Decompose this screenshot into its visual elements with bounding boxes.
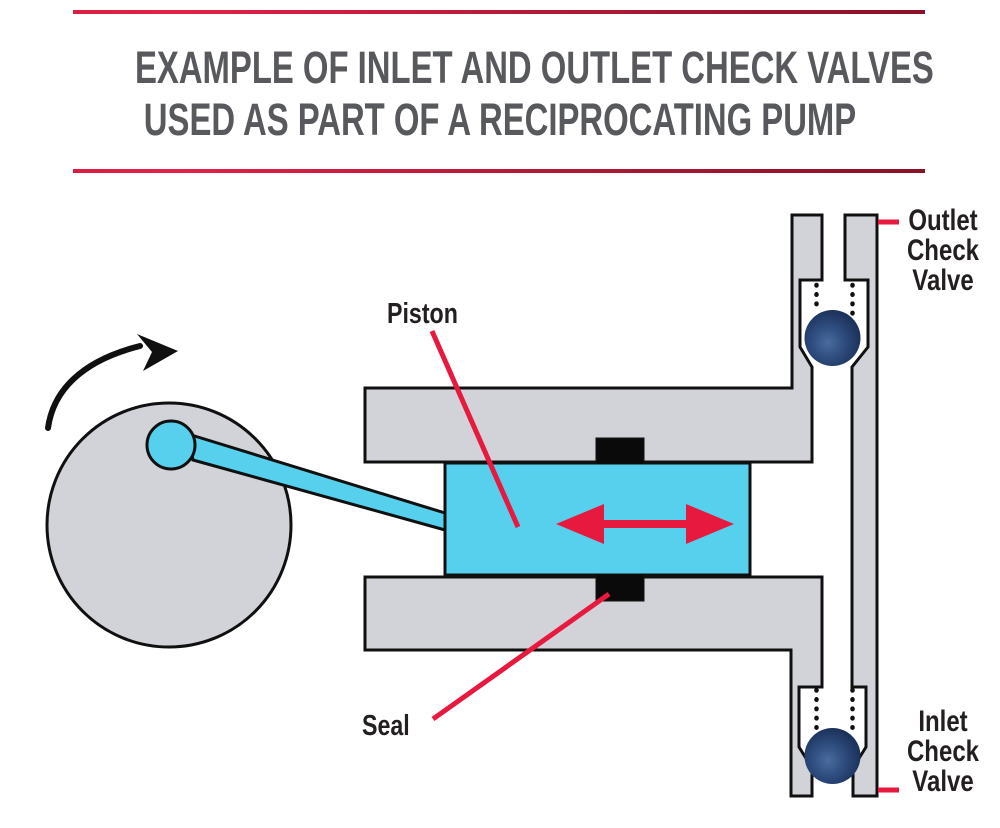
valve-guide-dots <box>814 282 855 738</box>
cylinder-bottom-block <box>363 575 824 798</box>
valve-pipe-right-wall <box>843 213 879 798</box>
crank-pin <box>145 419 197 471</box>
title-line-2: USED AS PART OF A RECIPROCATING PUMP <box>143 94 857 145</box>
title-line-1: EXAMPLE OF INLET AND OUTLET CHECK VALVES <box>135 42 934 93</box>
inlet-valve-ball <box>804 728 861 784</box>
outlet-valve-ball <box>804 310 861 366</box>
top-rule <box>73 10 925 14</box>
piston-leader-line <box>429 329 521 529</box>
seal-top <box>597 439 643 464</box>
reciprocation-arrow-icon <box>556 504 734 544</box>
piston-label: Piston <box>387 298 458 330</box>
seal-label: Seal <box>362 710 410 742</box>
page-title: EXAMPLE OF INLET AND OUTLET CHECK VALVES… <box>0 42 1000 146</box>
bottom-rule <box>73 169 925 173</box>
seal-leader-line <box>431 591 611 722</box>
rotation-arrow-icon <box>45 334 178 431</box>
outlet-check-valve-label: Outlet Check Valve <box>906 204 980 297</box>
inlet-check-valve-label: Inlet Check Valve <box>906 705 980 798</box>
